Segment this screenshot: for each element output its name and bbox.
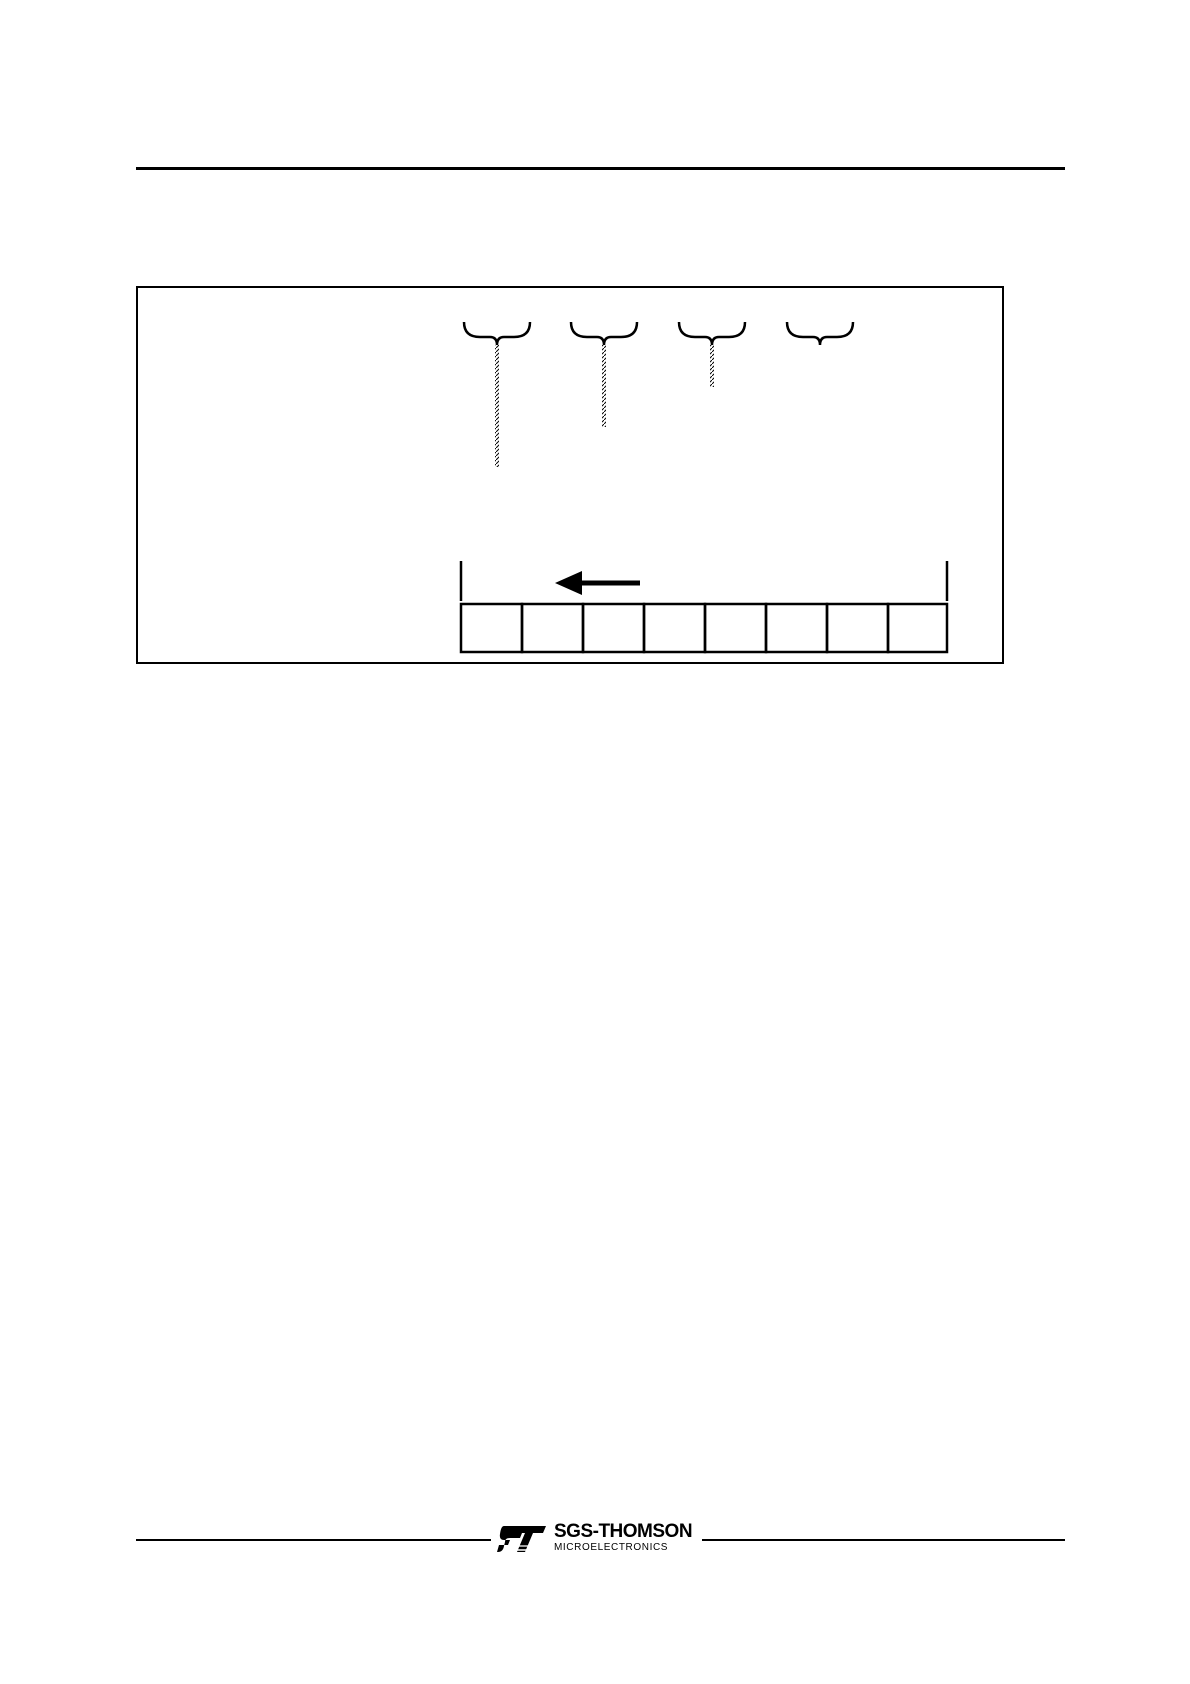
st-logo-icon [497,1526,546,1552]
register-cell [703,602,768,654]
footer-logo: SGS-THOMSON MICROELECTRONICS [496,1522,701,1558]
footer-rule-right [702,1539,1065,1541]
register-cell [825,602,890,654]
leader-line-3 [710,345,714,387]
brace-3 [677,321,747,346]
register-cell [642,602,707,654]
brace-1 [462,321,532,346]
register-cell [459,602,524,654]
register-cell [581,602,646,654]
header-rule [136,167,1065,170]
logo-division-name: MICROELECTRONICS [554,1542,669,1553]
brace-2 [569,321,639,346]
shift-left-arrow-icon [555,571,640,595]
register [459,602,949,654]
footer-rule-left [136,1539,491,1541]
logo-company-name: SGS-THOMSON [554,1521,693,1542]
register-cell [886,602,949,654]
register-cell [520,602,585,654]
leader-line-1 [495,345,499,467]
figure-frame [136,286,1004,664]
leader-line-2 [602,345,606,427]
shift-register-diagram [459,321,949,654]
brace-4 [785,321,855,346]
register-cell [764,602,829,654]
